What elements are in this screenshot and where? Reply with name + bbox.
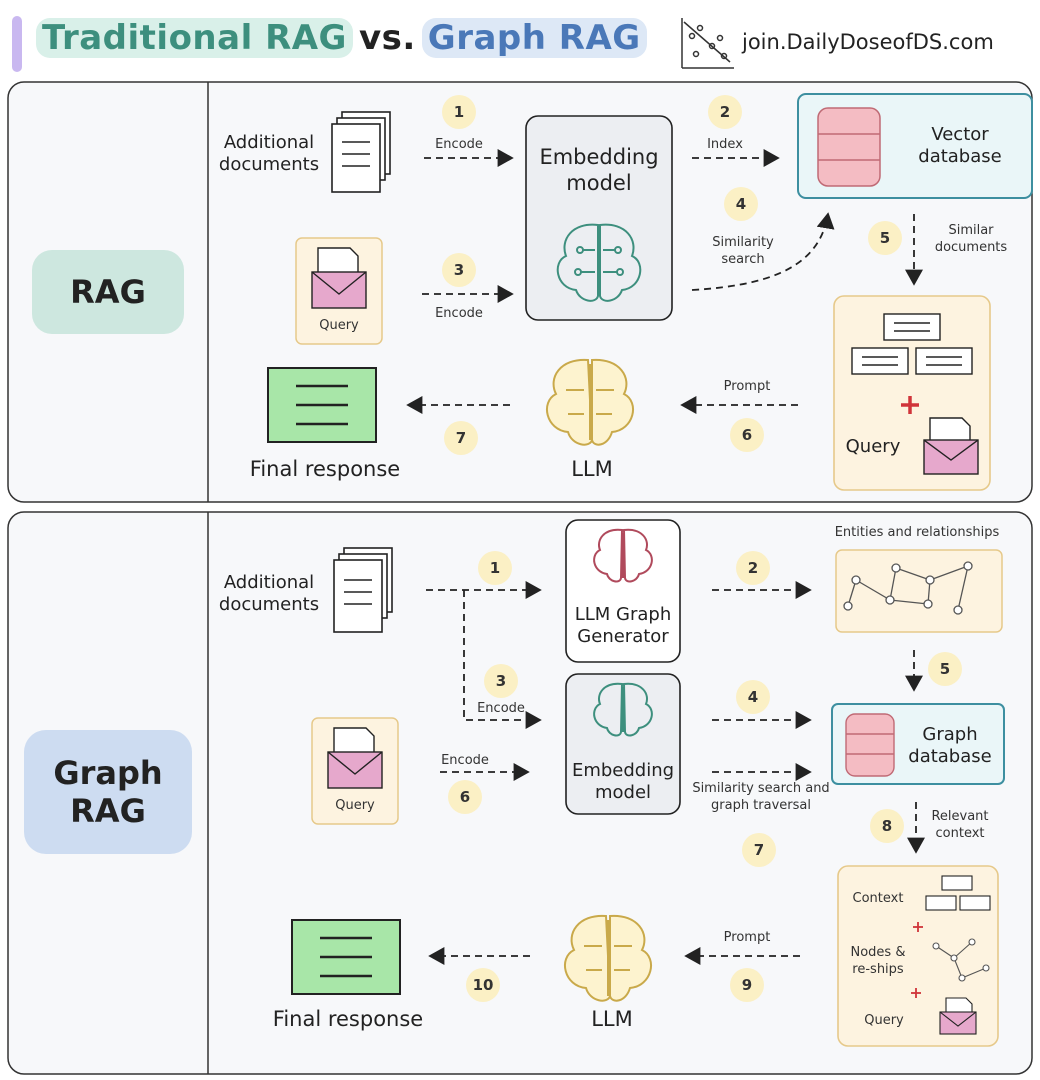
rag-query-label: Query bbox=[319, 318, 359, 333]
graph-arrows bbox=[426, 581, 925, 965]
graph-documents-icon bbox=[333, 547, 393, 633]
graph-query-label: Query bbox=[335, 798, 375, 813]
rag-query-icon bbox=[295, 237, 383, 345]
graph-step-6-badge: 6 bbox=[448, 780, 482, 814]
rag-embedding-box bbox=[525, 115, 673, 321]
rag-final-label: Final response bbox=[249, 457, 401, 481]
rag-bundle-query-label: Query bbox=[845, 436, 901, 457]
graph-query-icon bbox=[311, 717, 399, 825]
graph-step-8-text: Relevant context bbox=[931, 809, 989, 841]
graph-step-7-text: Similarity search and graph traversal bbox=[692, 781, 830, 813]
rag-docs-label: Additional documents bbox=[218, 132, 320, 175]
graph-bundle-nodes-label: Nodes & re-ships bbox=[850, 945, 906, 977]
rag-arrows bbox=[406, 149, 923, 414]
graph-embedding-label: Embedding model bbox=[571, 760, 675, 803]
graph-network-icon bbox=[843, 561, 973, 615]
title-accent-bar bbox=[12, 16, 22, 72]
graph-bundle-docs-icon bbox=[925, 875, 991, 911]
graph-entities-label: Entities and relationships bbox=[834, 525, 1000, 540]
brand-link[interactable]: join.DailyDoseofDS.com bbox=[742, 30, 994, 54]
graph-step-3-badge: 3 bbox=[484, 664, 518, 698]
rag-llm-brain-icon bbox=[546, 358, 634, 446]
rag-bundle-plus-icon bbox=[901, 396, 919, 414]
graph-step-4-badge: 4 bbox=[736, 680, 770, 714]
graph-step-10-badge: 10 bbox=[466, 968, 500, 1002]
rag-database-icon bbox=[817, 107, 881, 187]
title-traditional-rag: Traditional RAG bbox=[36, 18, 353, 58]
rag-bundle-docs-icon bbox=[851, 313, 973, 375]
graph-rag-badge bbox=[24, 730, 192, 854]
graph-final-response-icon bbox=[291, 919, 401, 995]
graph-bundle-query-envelope-icon bbox=[939, 997, 977, 1035]
graph-llm-label: LLM bbox=[591, 1007, 633, 1031]
graph-generator-brain-icon bbox=[593, 528, 653, 583]
graph-step-1-badge: 1 bbox=[478, 551, 512, 585]
graph-final-label: Final response bbox=[272, 1007, 424, 1031]
rag-embedding-label: Embedding model bbox=[539, 145, 659, 195]
graph-bundle-query-label: Query bbox=[864, 1013, 904, 1028]
graph-bundle-plus-icons bbox=[911, 922, 923, 998]
graph-section-label: Graph RAG bbox=[53, 754, 163, 830]
rag-final-response-icon bbox=[267, 367, 377, 443]
rag-step-4-badge: 4 bbox=[724, 187, 758, 221]
rag-step-3-text: Encode bbox=[435, 306, 483, 321]
graph-step-2-badge: 2 bbox=[736, 551, 770, 585]
graph-step-9-badge: 9 bbox=[730, 968, 764, 1002]
graph-panel bbox=[7, 511, 1033, 1075]
graph-generator-label: LLM Graph Generator bbox=[574, 604, 672, 647]
rag-step-6-text: Prompt bbox=[723, 379, 771, 394]
graph-step-7-badge: 7 bbox=[742, 833, 776, 867]
rag-step-2-text: Index bbox=[707, 137, 743, 152]
rag-step-7-badge: 7 bbox=[444, 421, 478, 455]
rag-step-4-text: Similarity search bbox=[712, 235, 774, 267]
graph-step-6-text: Encode bbox=[441, 753, 489, 768]
rag-step-2-badge: 2 bbox=[708, 95, 742, 129]
rag-step-6-badge: 6 bbox=[730, 418, 764, 452]
rag-step-5-text: Similar documents bbox=[934, 223, 1008, 255]
rag-llm-label: LLM bbox=[571, 457, 613, 481]
graph-llm-brain-icon bbox=[564, 914, 652, 1002]
graph-entities-box bbox=[835, 549, 1003, 633]
rag-section-label: RAG bbox=[70, 273, 146, 311]
rag-documents-icon bbox=[331, 111, 391, 193]
rag-embedding-brain-icon bbox=[556, 223, 642, 302]
graph-docs-label: Additional documents bbox=[218, 572, 320, 615]
graph-step-8-badge: 8 bbox=[870, 809, 904, 843]
graph-embedding-brain-icon bbox=[593, 682, 653, 737]
rag-panel bbox=[7, 81, 1033, 503]
rag-step-1-text: Encode bbox=[435, 137, 483, 152]
rag-vector-db-label: Vector database bbox=[918, 124, 1002, 167]
graph-bundle-context-label: Context bbox=[852, 891, 904, 906]
graph-step-5-badge: 5 bbox=[928, 652, 962, 686]
graph-bundle-nodes-icon bbox=[932, 938, 990, 982]
title-graph-rag: Graph RAG bbox=[421, 18, 647, 58]
rag-step-3-badge: 3 bbox=[442, 253, 476, 287]
rag-badge bbox=[32, 250, 184, 334]
graph-step-3-text: Encode bbox=[477, 701, 525, 716]
graph-step-9-text: Prompt bbox=[723, 930, 771, 945]
rag-step-5-badge: 5 bbox=[868, 221, 902, 255]
title-vs: vs. bbox=[358, 18, 416, 58]
brand-logo-icon bbox=[681, 18, 734, 69]
graph-database-icon bbox=[845, 713, 895, 777]
graph-db-label: Graph database bbox=[908, 724, 992, 767]
rag-step-1-badge: 1 bbox=[442, 95, 476, 129]
rag-bundle-query-envelope-icon bbox=[923, 417, 979, 475]
